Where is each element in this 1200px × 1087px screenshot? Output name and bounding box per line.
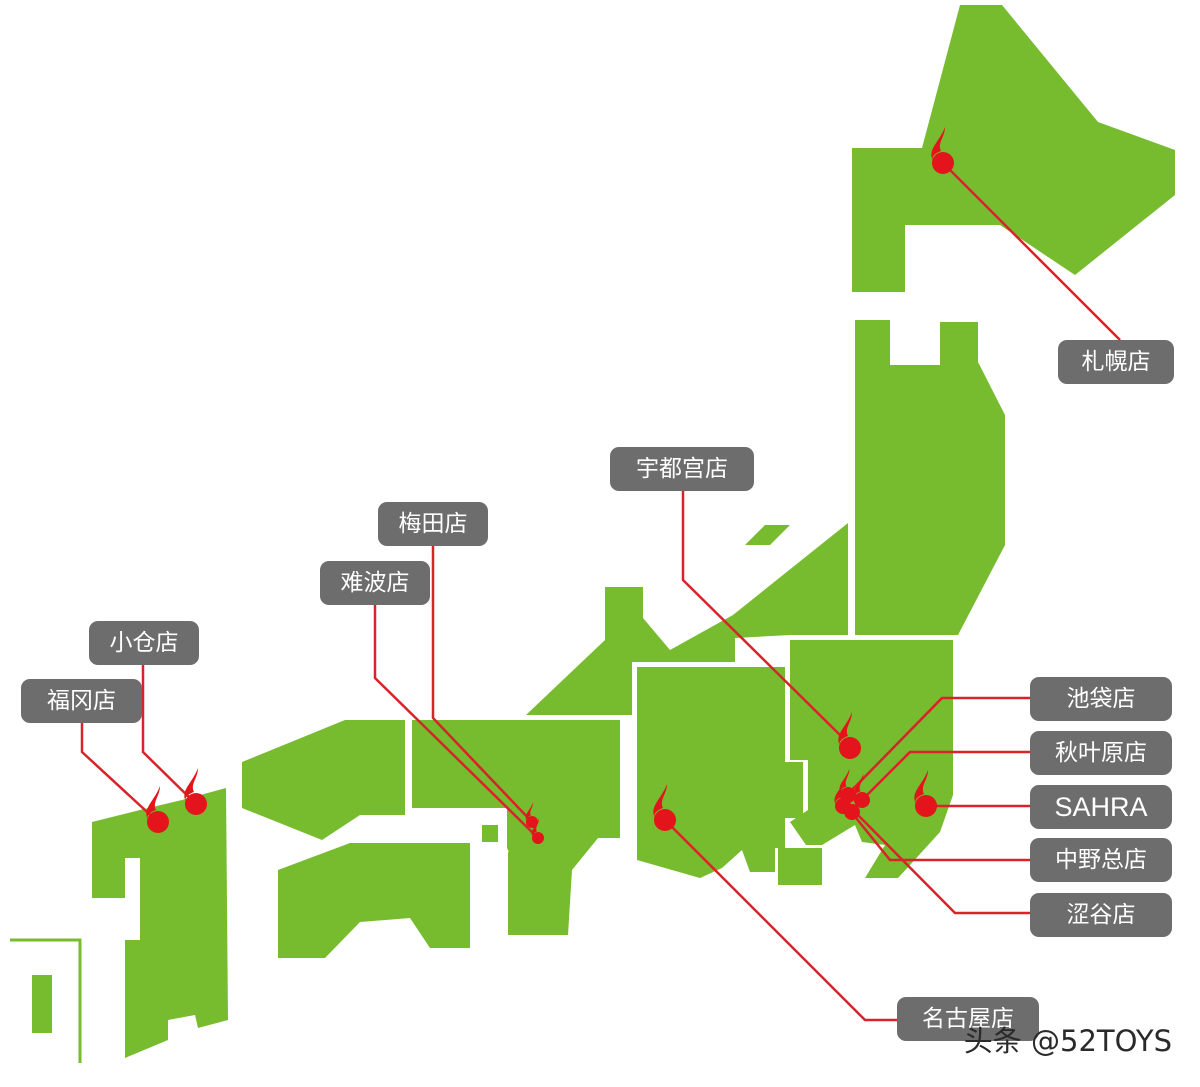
store-label-nakano[interactable]: 中野总店: [1030, 838, 1172, 882]
store-pin-nagoya[interactable]: [653, 784, 676, 831]
store-label-akihabara[interactable]: 秋叶原店: [1030, 731, 1172, 775]
store-label-utsunomiya[interactable]: 宇都宫店: [610, 447, 754, 491]
region-kyushu: [92, 788, 228, 1058]
leader-line-sapporo: [942, 162, 1121, 341]
pin-dot: [915, 795, 937, 817]
store-pin-fukuoka[interactable]: [146, 786, 169, 833]
leader-line-utsunomiya: [681, 490, 841, 736]
leader-line-umeda: [431, 545, 533, 823]
leader-line-ikebukuro: [851, 696, 1030, 791]
region-hokkaido: [852, 5, 1175, 292]
region-islet: [32, 975, 52, 1033]
region-sado: [745, 525, 790, 545]
region-awaji: [482, 825, 498, 842]
pin-dot: [854, 792, 870, 808]
leader-line-namba: [373, 604, 539, 839]
flame-icon: [184, 768, 198, 802]
pin-dot: [532, 832, 544, 844]
region-kii: [508, 852, 566, 935]
store-markers: [146, 127, 954, 844]
store-label-nagoya[interactable]: 名古屋店: [897, 997, 1039, 1041]
leader-line-shibuya: [854, 811, 1030, 915]
store-pin-utsunomiya[interactable]: [838, 712, 861, 759]
store-label-fukuoka[interactable]: 福冈店: [21, 679, 142, 723]
flame-icon: [838, 712, 852, 746]
leader-line-kokura: [141, 664, 197, 805]
store-pin-shibuya[interactable]: [843, 785, 860, 820]
flame-icon: [843, 785, 854, 811]
store-label-namba[interactable]: 难波店: [320, 561, 430, 605]
store-label-sahra[interactable]: SAHRA: [1030, 785, 1172, 829]
flame-icon: [931, 127, 945, 161]
store-label-ikebukuro[interactable]: 池袋店: [1030, 677, 1172, 721]
flame-icon: [146, 786, 160, 820]
store-label-shibuya[interactable]: 涩谷店: [1030, 893, 1172, 937]
leader-line-nagoya: [664, 819, 897, 1022]
okinawa-inset-frame: [10, 938, 82, 1063]
pin-dot: [147, 811, 169, 833]
flame-icon: [853, 773, 864, 799]
pin-dot: [839, 737, 861, 759]
region-tohoku: [855, 320, 1005, 635]
region-kanto: [790, 640, 953, 878]
region-shikoku: [278, 843, 470, 958]
flame-icon: [914, 770, 928, 804]
watermark: 头条 @52TOYS: [963, 1024, 1172, 1058]
store-pin-akihabara[interactable]: [853, 773, 870, 808]
flame-icon: [834, 779, 845, 805]
pin-dot: [185, 793, 207, 815]
store-label-sapporo[interactable]: 札幌店: [1058, 340, 1174, 384]
flame-icon: [525, 802, 534, 821]
pin-dot: [526, 816, 538, 828]
store-pin-namba[interactable]: [531, 818, 544, 844]
region-hokuriku: [526, 523, 848, 715]
flame-icon: [531, 818, 540, 837]
pin-dot: [932, 152, 954, 174]
store-pin-sapporo[interactable]: [931, 127, 954, 174]
region-izu: [778, 848, 822, 885]
japan-landmass: [32, 5, 1175, 1058]
flame-icon: [653, 784, 667, 818]
store-pin-sahra[interactable]: [914, 770, 937, 817]
store-pin-kokura[interactable]: [184, 768, 207, 815]
store-label-umeda[interactable]: 梅田店: [378, 502, 488, 546]
pin-dot: [844, 804, 860, 820]
leader-line-fukuoka: [80, 722, 159, 823]
region-chubu: [637, 667, 803, 878]
store-pin-umeda[interactable]: [525, 802, 538, 828]
leader-line-akihabara: [861, 750, 1030, 801]
region-chugoku: [242, 720, 405, 840]
leader-line-nakano: [847, 807, 1030, 862]
leader-lines: [80, 162, 1121, 1022]
pin-dot: [654, 809, 676, 831]
store-label-kokura[interactable]: 小仓店: [89, 621, 199, 665]
region-kinki: [412, 720, 620, 935]
